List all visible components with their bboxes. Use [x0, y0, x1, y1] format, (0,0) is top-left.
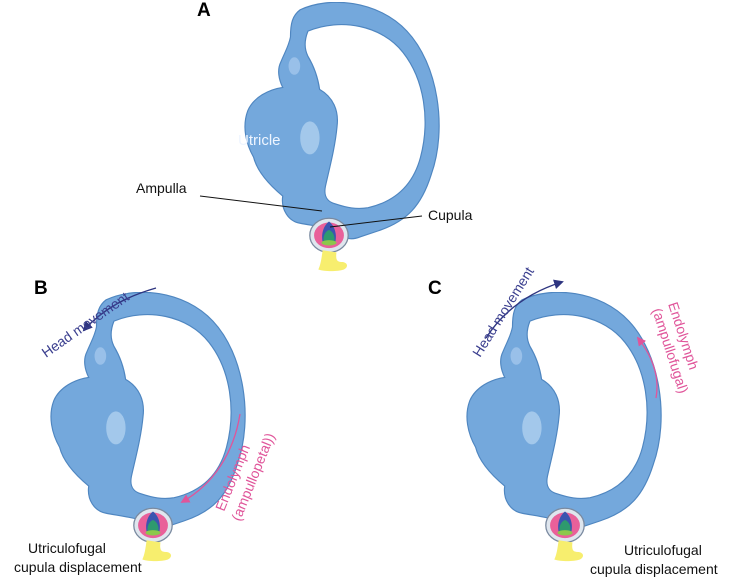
panel-b: B Head movement Endolymph (ampullopetal)… [14, 278, 278, 575]
panel-a: A Utricle Ampulla Cupula [136, 0, 473, 272]
caption-line1-b: Utriculofugal [28, 540, 106, 556]
ampulla-leader-line [199, 195, 323, 212]
ampulla-label: Ampulla [136, 180, 187, 196]
utricle-label: Utricle [238, 132, 281, 149]
head-movement-arrow-b [82, 287, 157, 332]
ampulla-cupula-detail-a [309, 217, 349, 272]
panel-letter-b: B [34, 278, 48, 299]
canal-illustration-a [244, 2, 440, 240]
cupula-label: Cupula [428, 207, 473, 223]
endolymph-arrow-b [180, 413, 241, 503]
head-movement-arrow-c [485, 279, 564, 339]
panel-letter-c: C [428, 278, 442, 299]
caption-line1-c: Utriculofugal [624, 542, 702, 558]
cupula-leader-line [329, 215, 423, 228]
caption-line2-b: cupula displacement [14, 559, 142, 575]
panel-letter-a: A [197, 0, 211, 21]
endolymph-arrow-c [636, 336, 658, 399]
head-movement-label-b: Head movement [39, 288, 132, 360]
ampulla-cupula-detail-b [133, 507, 173, 562]
ampulla-cupula-detail-c [545, 507, 585, 562]
caption-line2-c: cupula displacement [590, 561, 718, 577]
panel-c: C Head movement Endolymph (ampullofugal)… [428, 264, 718, 577]
